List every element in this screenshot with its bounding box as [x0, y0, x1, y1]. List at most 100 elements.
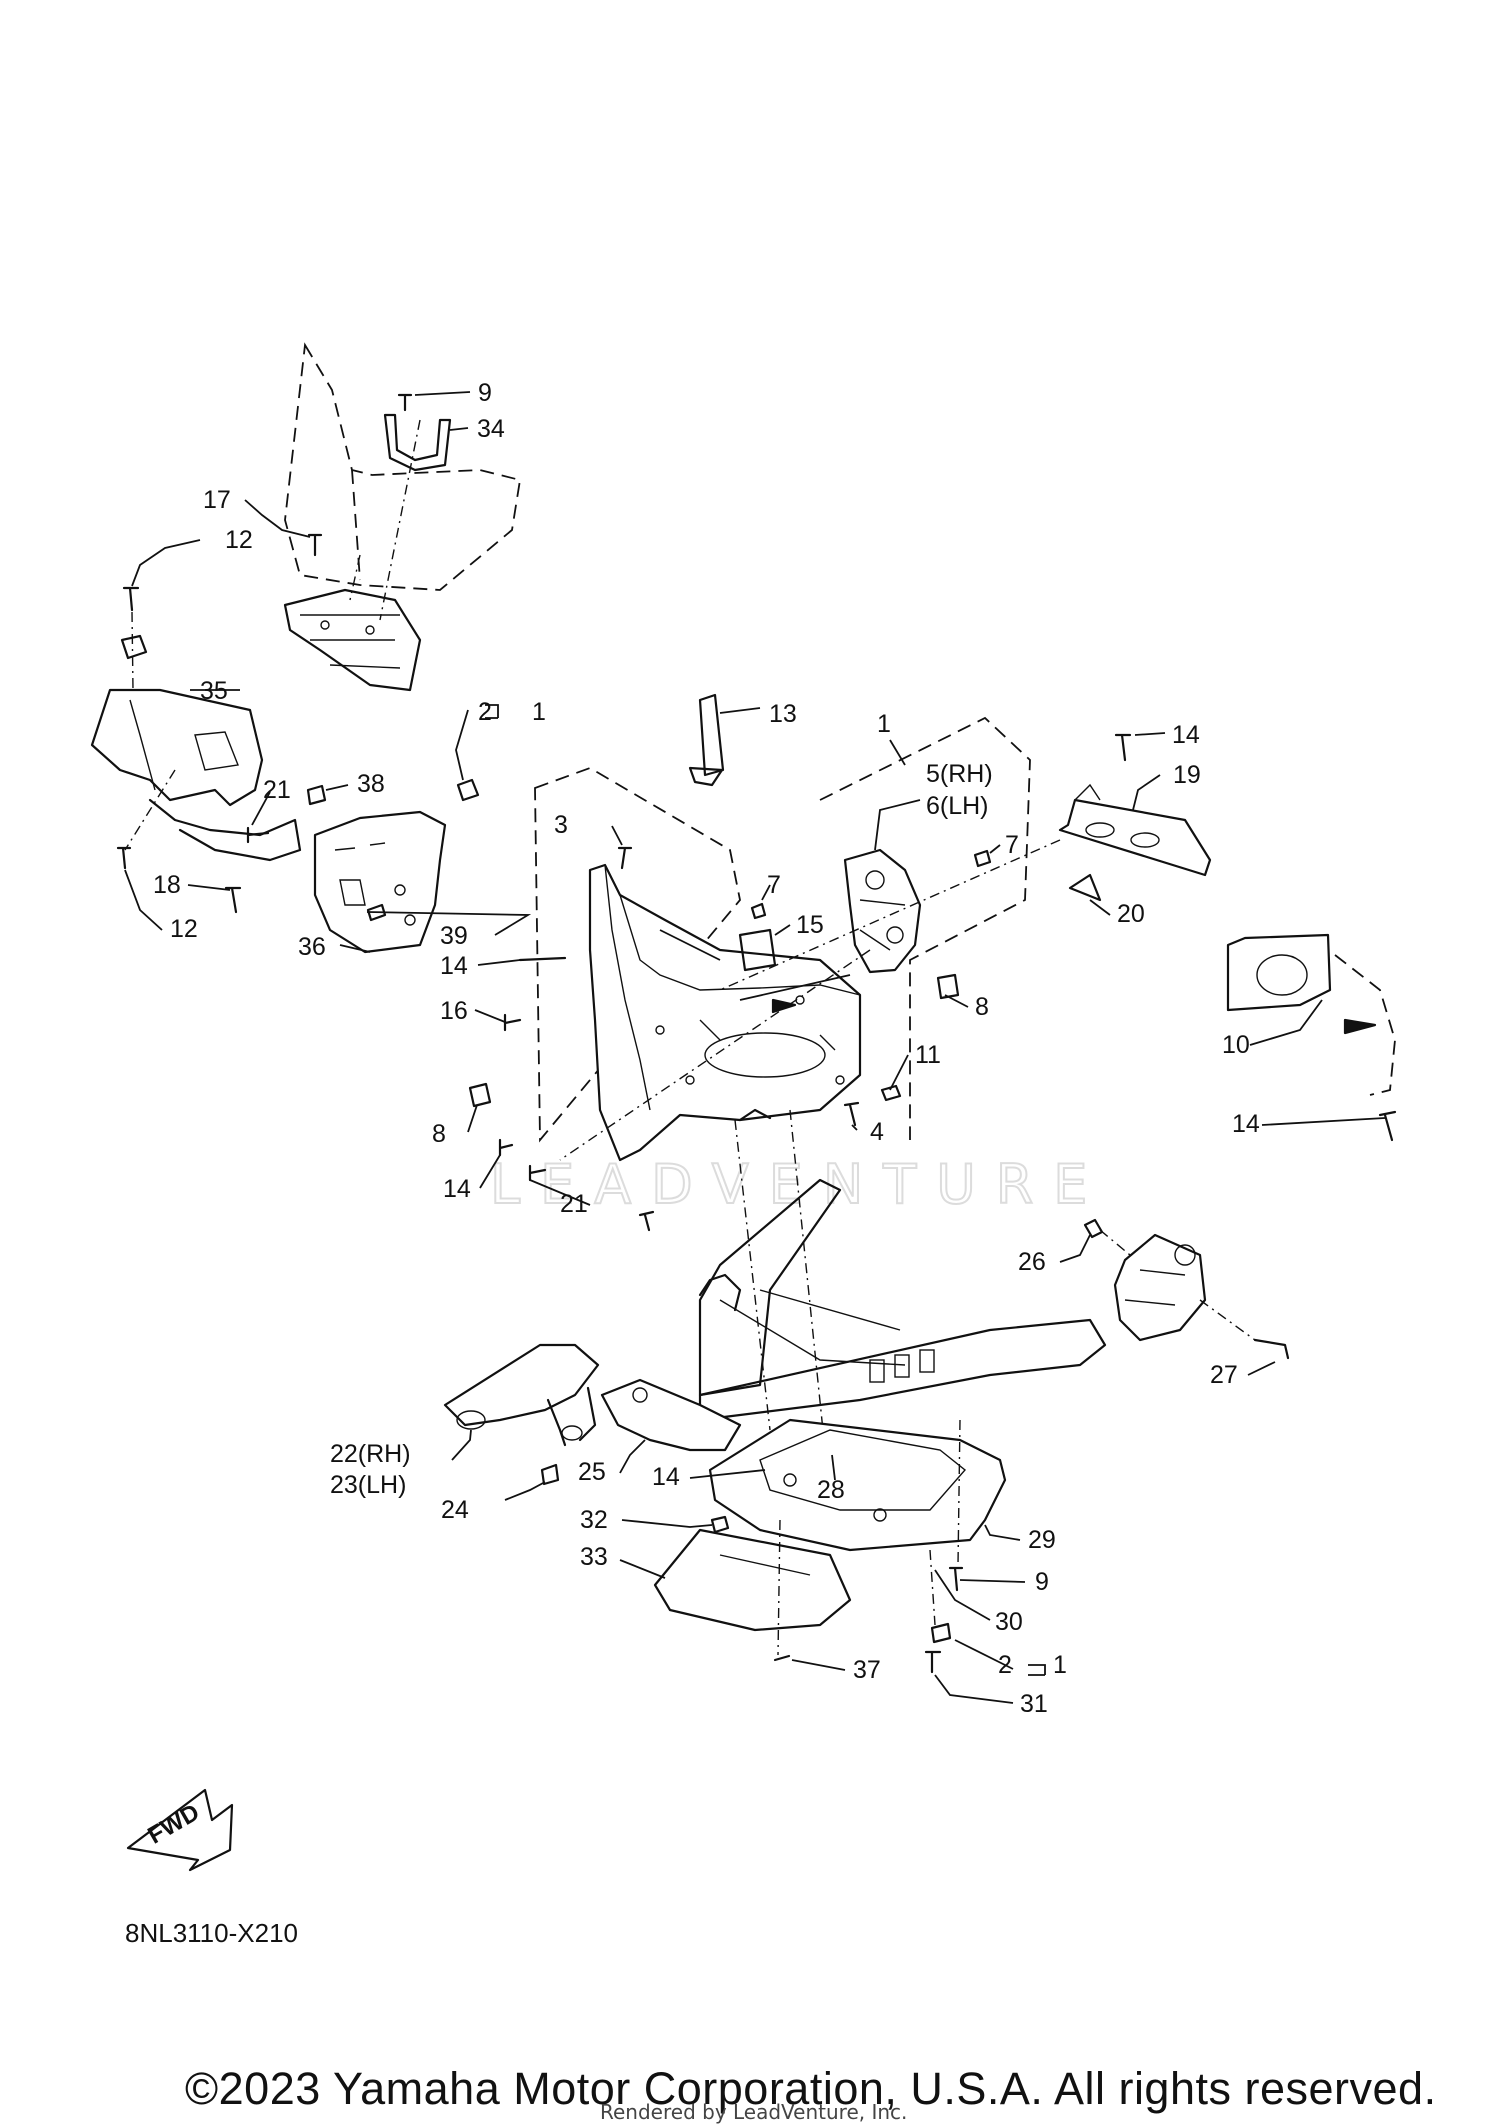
bolt-9-top [397, 393, 413, 412]
callout-4: 4 [870, 1118, 884, 1146]
arm-26-27 [1113, 1233, 1207, 1342]
callout-21: 21 [560, 1190, 588, 1218]
callout-31: 31 [1020, 1690, 1048, 1718]
pin-14-right [1378, 1110, 1397, 1142]
callout-8: 8 [432, 1120, 446, 1148]
clip-38 [306, 784, 327, 806]
callout-26: 26 [1018, 1248, 1046, 1276]
washer-12 [120, 634, 148, 660]
callout-34: 34 [477, 415, 505, 443]
latch-5-6 [843, 848, 922, 974]
callout-13: 13 [769, 700, 797, 728]
callout-25: 25 [578, 1458, 606, 1486]
bolt-26 [1083, 1218, 1104, 1239]
bolt-12-bottom [116, 846, 132, 870]
callout-12: 12 [170, 915, 198, 943]
callout-19: 19 [1173, 761, 1201, 789]
pin-14-bottom [498, 1138, 514, 1157]
callout-23-lh: 23(LH) [330, 1471, 406, 1499]
dashed-box-3 [534, 767, 741, 1143]
rendered-by-notice: Rendered by LeadVenture, Inc. [600, 2100, 908, 2124]
pipe-22-23 [443, 1343, 600, 1447]
plate-19 [1058, 783, 1212, 877]
grommet-8-left [468, 1082, 492, 1108]
callout-11: 11 [915, 1041, 941, 1069]
callout-1: 1 [877, 710, 891, 738]
bracket-20 [1068, 873, 1102, 902]
bolt-21-bottom [528, 1164, 547, 1182]
fwd-arrow-icon: FWD [126, 1788, 234, 1872]
pin-14-left [518, 956, 567, 962]
callout-21: 21 [263, 776, 291, 804]
guard-35 [90, 688, 302, 862]
screw-18 [224, 886, 242, 914]
callout-22-rh: 22(RH) [330, 1440, 411, 1468]
callout-14: 14 [1232, 1110, 1260, 1138]
callout-37: 37 [853, 1656, 881, 1684]
callout-35: 35 [200, 677, 228, 705]
callout-20: 20 [1117, 900, 1145, 928]
main-frame [698, 1178, 1107, 1422]
pin-14-top [1114, 733, 1132, 762]
callout-10: 10 [1222, 1031, 1250, 1059]
callout-14: 14 [443, 1175, 471, 1203]
callout-5-rh: 5(RH) [926, 760, 993, 788]
callout-labels: 9 34 17 12 35 2 1 21 38 18 12 36 13 1 14… [153, 379, 1260, 1718]
skid-plate-29 [708, 1418, 1007, 1552]
callout-36: 36 [298, 933, 326, 961]
callout-24: 24 [441, 1496, 469, 1524]
bolt-3 [617, 846, 633, 870]
nut-7-left [750, 902, 767, 920]
callout-7: 7 [767, 871, 781, 899]
callout-8: 8 [975, 993, 989, 1021]
callout-1: 1 [532, 698, 546, 726]
callout-15: 15 [796, 911, 824, 939]
rivet-16 [503, 1013, 522, 1032]
callout-2: 2 [478, 698, 492, 726]
callout-39: 39 [440, 922, 468, 950]
callout-9: 9 [1035, 1568, 1049, 1596]
dashed-box-1 [819, 716, 1031, 1140]
callout-27: 27 [1210, 1361, 1238, 1389]
nut-24 [540, 1463, 560, 1486]
callout-1: 1 [1053, 1651, 1067, 1679]
callout-17: 17 [203, 486, 231, 514]
callout-14: 14 [652, 1463, 680, 1491]
callout-leaders [124, 391, 1386, 1704]
callout-30: 30 [995, 1608, 1023, 1636]
copyright-notice: ©2023 Yamaha Motor Corporation, U.S.A. A… [185, 2063, 1437, 2114]
callout-14: 14 [440, 952, 468, 980]
mirror-13 [688, 693, 725, 787]
callout-29: 29 [1028, 1526, 1056, 1554]
bracket-10 [1226, 933, 1396, 1096]
nut-2-bottom [930, 1622, 952, 1644]
callout-12: 12 [225, 526, 253, 554]
clip-39 [366, 903, 387, 922]
bolt-21-lower [638, 1210, 655, 1232]
diagram-code: 8NL3110-X210 [125, 1918, 298, 1948]
grommet-8-right [936, 973, 960, 1000]
callout-18: 18 [153, 871, 181, 899]
bolt-4 [843, 1101, 860, 1127]
callout-32: 32 [580, 1506, 608, 1534]
callout-38: 38 [357, 770, 385, 798]
callout-3: 3 [554, 811, 568, 839]
screw-37 [773, 1654, 791, 1662]
callout-9: 9 [478, 379, 492, 407]
bolt-27 [1253, 1338, 1290, 1360]
callout-33: 33 [580, 1543, 608, 1571]
callout-7: 7 [1005, 831, 1019, 859]
nut-7-right [973, 849, 992, 868]
plate-33 [653, 1528, 852, 1632]
callout-14: 14 [1172, 721, 1200, 749]
nut-2-top [456, 778, 480, 802]
bolt-12-top [122, 586, 140, 612]
bracket-34 [383, 413, 452, 472]
bolt-9-bottom [948, 1566, 964, 1592]
callout-6-lh: 6(LH) [926, 792, 989, 820]
guard-36 [313, 810, 447, 954]
nut-32 [710, 1515, 730, 1534]
bolt-21-top [246, 826, 270, 844]
bracket-25 [600, 1378, 742, 1452]
